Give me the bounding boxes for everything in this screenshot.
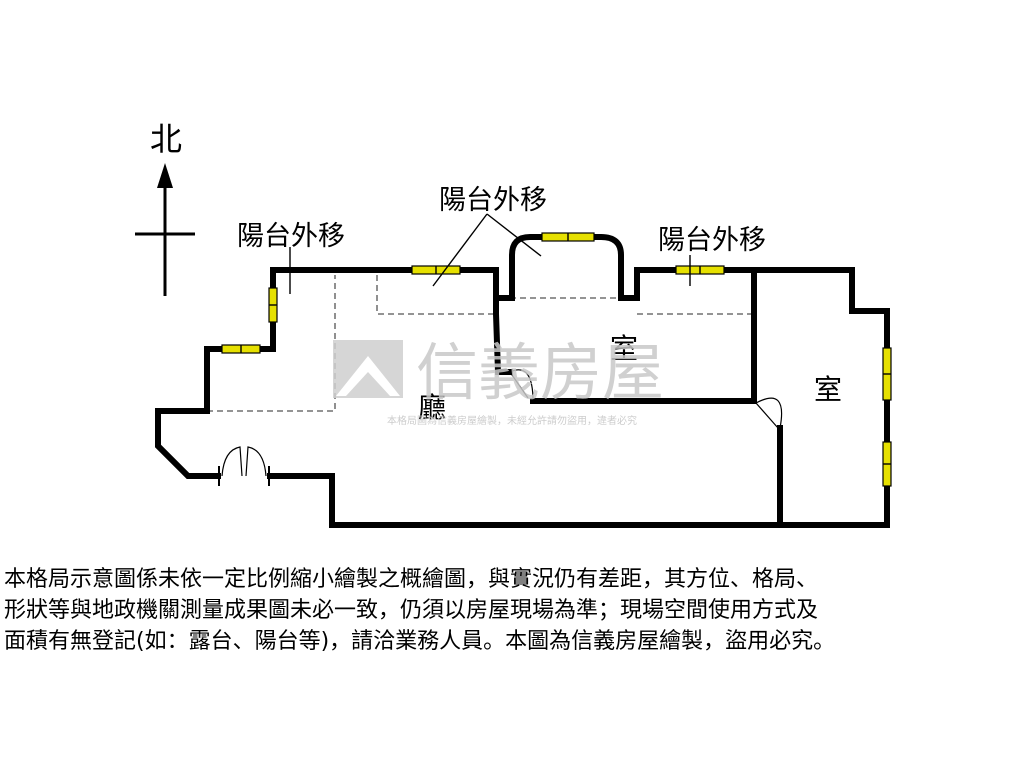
windows [221, 232, 892, 487]
entrance-double-door [218, 446, 270, 486]
room-door-center [509, 369, 534, 399]
balcony-label-right: 陽台外移 [658, 225, 766, 256]
window-west-upper [268, 287, 278, 323]
watermark: 信義房屋 本格局圖為信義房屋繪製，未經允許請勿盜用，違者必究 [333, 336, 664, 427]
north-arrow-icon [157, 163, 173, 188]
window-west-balcony [221, 344, 261, 354]
window-east-upper [882, 347, 892, 401]
floor-plan: 北 [135, 120, 892, 528]
room-label-right: 室 [814, 373, 842, 406]
window-north-right [675, 265, 725, 275]
disclaimer-text: 本格局示意圖係未依一定比例縮小繪製之概繪圖，與實況仍有差距，其方位、格局、 形狀… [4, 564, 1020, 657]
window-east-lower [882, 441, 892, 487]
leader-lines [289, 213, 691, 294]
north-label: 北 [150, 120, 182, 158]
balcony-dashed-outlines [207, 275, 752, 412]
balcony-label-left: 陽台外移 [237, 221, 345, 252]
window-north-left [411, 265, 461, 275]
outer-wall [155, 234, 890, 528]
watermark-logo [333, 340, 403, 398]
room-label-center: 室 [610, 332, 638, 365]
room-door-right [755, 397, 783, 429]
watermark-brand: 信義房屋 [416, 336, 664, 409]
watermark-notice: 本格局圖為信義房屋繪製，未經允許請勿盜用，違者必究 [387, 414, 637, 427]
compass: 北 [135, 120, 195, 296]
disclaimer-line-2: 形狀等與地政機關測量成果圖未必一致，仍須以房屋現場為準；現場空間使用方式及 [4, 598, 819, 623]
disclaimer-line-3: 面積有無登記(如：露台、陽台等)，請洽業務人員。本圖為信義房屋繪製，盜用必究。 [4, 629, 836, 654]
window-north-bay [541, 232, 595, 242]
interior-walls [493, 270, 783, 528]
living-room-label: 廳 [418, 391, 446, 424]
balcony-label-center: 陽台外移 [439, 185, 547, 216]
disclaimer-line-1: 本格局示意圖係未依一定比例縮小繪製之概繪圖，與實況仍有差距，其方位、格局、 [4, 567, 819, 592]
